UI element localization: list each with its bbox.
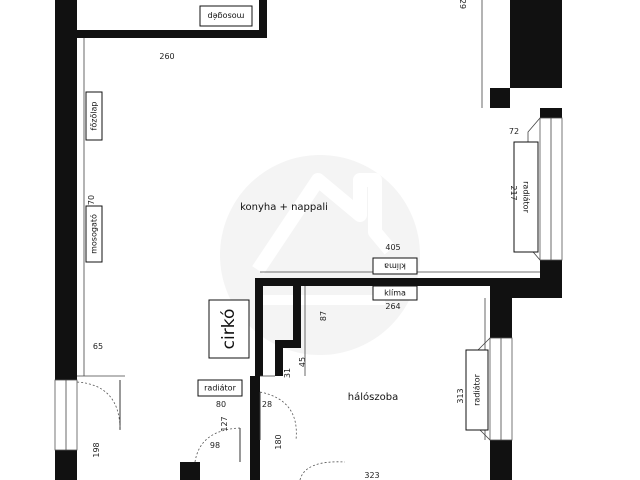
- dimension-217: 217: [509, 185, 518, 200]
- aircon-lower-label: klíma: [384, 289, 406, 298]
- dimension-180: 180: [274, 434, 283, 449]
- watermark-logo: [220, 155, 420, 355]
- radiator-small-label: radiátor: [204, 384, 236, 393]
- aircon-upper-box: klíma: [372, 257, 418, 275]
- dimension-198: 198: [92, 442, 101, 457]
- dimension-70: 70: [87, 195, 96, 205]
- radiator-small-box: radiátor: [197, 379, 243, 397]
- dimension-323: 323: [364, 471, 379, 480]
- cooktop-label-box: főzőlap: [85, 91, 103, 141]
- room-label-living: konyha + nappali: [240, 202, 328, 213]
- dimension-264: 264: [385, 302, 400, 311]
- dimension-98: 98: [210, 441, 220, 450]
- dimension-260: 260: [159, 52, 174, 61]
- boiler-label: cirkó: [219, 309, 239, 350]
- dimension-405: 405: [385, 243, 400, 252]
- radiator-right-box: radiátor: [513, 141, 539, 253]
- sink-label-box: mosogató: [85, 205, 103, 263]
- dimension-87: 87: [319, 311, 328, 321]
- boiler-box: cirkó: [208, 299, 250, 359]
- sink-label: mosogató: [89, 214, 99, 254]
- aircon-upper-label: klíma: [384, 262, 406, 271]
- room-label-bedroom: hálószoba: [348, 391, 398, 403]
- dimension-65: 65: [93, 342, 103, 351]
- windows: [54, 117, 563, 451]
- dimension-313: 313: [456, 388, 465, 403]
- dimension-80: 80: [216, 400, 226, 409]
- dimension-127: 127: [220, 416, 229, 431]
- radiator-right-label: radiátor: [522, 181, 531, 213]
- cooktop-label: főzőlap: [90, 101, 99, 130]
- dishwasher-label-box: mosogép: [199, 5, 253, 27]
- dimension-45: 45: [298, 357, 307, 367]
- aircon-lower-box: klíma: [372, 285, 418, 301]
- dimension-72: 72: [509, 127, 519, 136]
- radiator-bedroom-label: radiátor: [473, 373, 482, 405]
- doors: [76, 380, 346, 480]
- radiator-bedroom-box: radiátor: [465, 349, 489, 431]
- dishwasher-label: mosogép: [208, 12, 245, 22]
- dimension-29: 29: [458, 0, 467, 9]
- dimension-28: 28: [262, 400, 272, 409]
- walls: [55, 0, 562, 480]
- dimension-31: 31: [283, 368, 292, 378]
